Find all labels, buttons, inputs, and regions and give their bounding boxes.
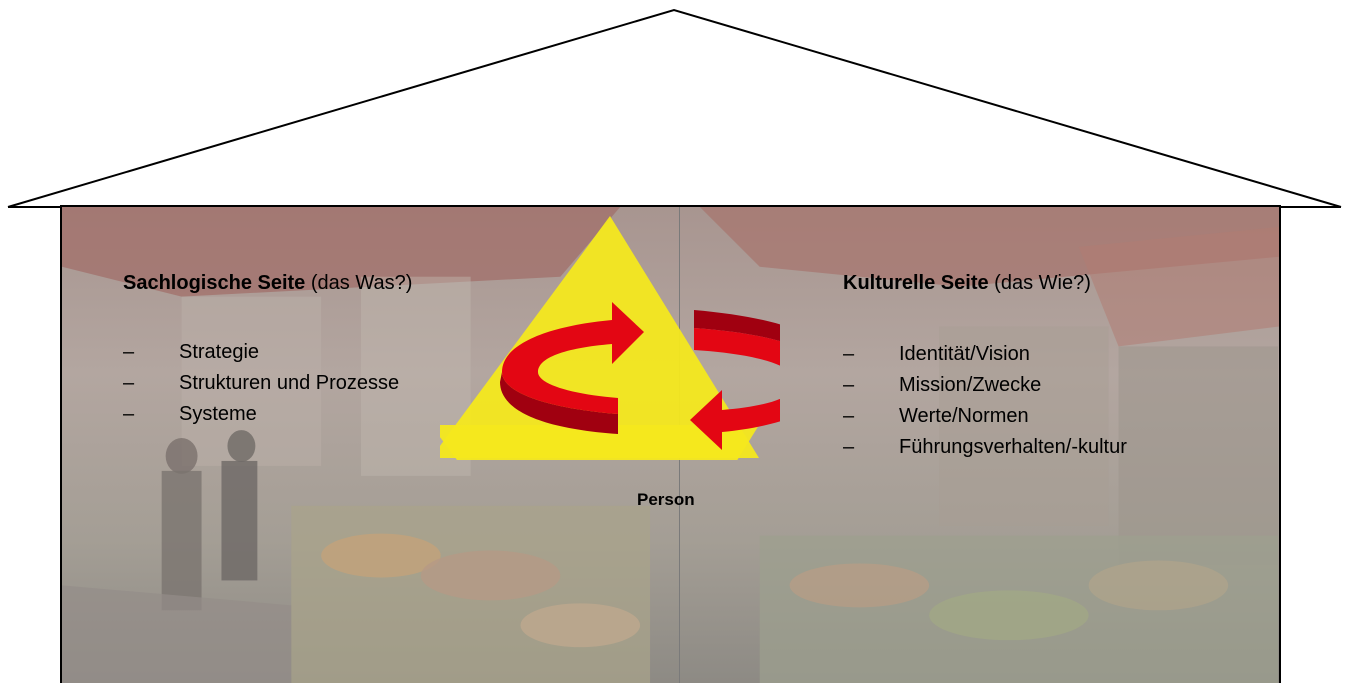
list-item: – Führungsverhalten/-kultur: [843, 432, 1273, 463]
circular-arrow-left: [502, 302, 644, 414]
left-side-title-rest: (das Was?): [305, 272, 413, 294]
circular-arrow-right-shadow: [694, 310, 780, 342]
left-side-list: – Strategie – Strukturen und Prozesse – Sys…: [123, 337, 523, 430]
list-item-text: Führungsverhalten/-kultur: [899, 436, 1127, 458]
person-star-graphic: [440, 216, 780, 460]
list-item: – Mission/Zwecke: [843, 370, 1273, 401]
circular-arrow-right: [690, 328, 780, 450]
list-item: – Systeme: [123, 399, 523, 430]
right-side-title-bold: Kulturelle Seite: [843, 272, 989, 294]
list-item-text: Strukturen und Prozesse: [179, 372, 400, 394]
right-side-title-rest: (das Wie?): [988, 272, 1091, 294]
bullet-dash: –: [843, 343, 855, 365]
bullet-dash: –: [843, 436, 855, 458]
circular-arrow-left-shadow: [500, 372, 618, 434]
star-triangle-down: [440, 425, 759, 460]
bullet-dash: –: [123, 372, 135, 394]
list-item-text: Werte/Normen: [899, 405, 1029, 427]
right-side-heading: Kulturelle Seite (das Wie?): [843, 272, 1091, 295]
bullet-dash: –: [843, 405, 855, 427]
bullet-dash: –: [123, 341, 135, 363]
list-item: – Werte/Normen: [843, 401, 1273, 432]
list-item: – Identität/Vision: [843, 339, 1273, 370]
list-item-text: Mission/Zwecke: [899, 374, 1042, 396]
list-item: – Strategie: [123, 337, 523, 368]
right-side-list: – Identität/Vision – Mission/Zwecke – Werte…: [843, 339, 1273, 463]
left-side-title-bold: Sachlogische Seite: [123, 272, 306, 294]
bullet-dash: –: [843, 374, 855, 396]
person-label: Person: [637, 490, 695, 509]
left-side-heading: Sachlogische Seite (das Was?): [123, 272, 412, 295]
list-item-text: Strategie: [179, 341, 260, 363]
bullet-dash: –: [123, 403, 135, 425]
list-item-text: Identität/Vision: [899, 343, 1030, 365]
house-roof: [7, 8, 1342, 208]
list-item: – Strukturen und Prozesse: [123, 368, 523, 399]
list-item-text: Systeme: [179, 403, 257, 425]
